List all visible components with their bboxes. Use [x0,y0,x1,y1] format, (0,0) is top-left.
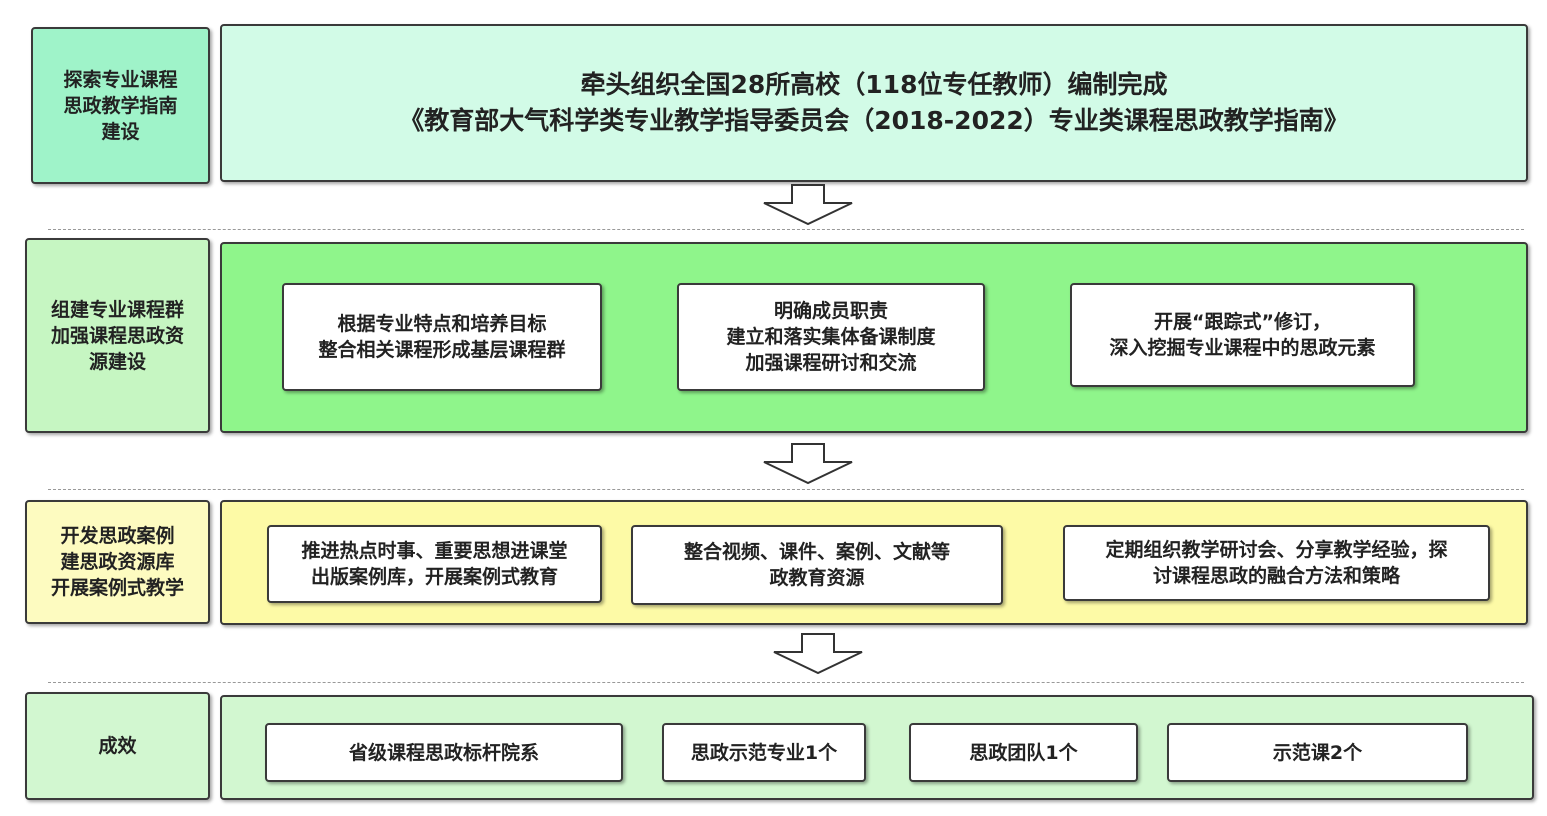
row1-label-box: 探索专业课程 思政教学指南 建设 [31,27,210,184]
row1-title: 牵头组织全国28所高校（118位专任教师）编制完成 《教育部大气科学类专业教学指… [399,70,1349,135]
row4-label: 成效 [98,735,137,757]
row3-item-3: 定期组织教学研讨会、分享教学经验，探 讨课程思政的融合方法和策略 [1063,525,1490,601]
row2-item-2: 明确成员职责 建立和落实集体备课制度 加强课程研讨和交流 [677,283,985,391]
row3-label-box: 开发思政案例 建思政资源库 开展案例式教学 [25,500,210,624]
down-arrow-icon [763,443,853,485]
row4-item-2: 思政示范专业1个 [662,723,866,782]
divider-1 [48,229,1524,230]
down-arrow-icon [773,633,863,675]
row3-item-2: 整合视频、课件、案例、文献等 政教育资源 [631,525,1003,605]
row3-item-1: 推进热点时事、重要思想进课堂 出版案例库，开展案例式教育 [267,525,602,603]
row4-item-1: 省级课程思政标杆院系 [265,723,623,782]
row4-label-box: 成效 [25,692,210,800]
divider-3 [48,682,1524,683]
row2-item-1: 根据专业特点和培养目标 整合相关课程形成基层课程群 [282,283,602,391]
divider-2 [48,489,1524,490]
row1-panel: 牵头组织全国28所高校（118位专任教师）编制完成 《教育部大气科学类专业教学指… [220,24,1528,182]
down-arrow-icon [763,184,853,226]
row1-label: 探索专业课程 思政教学指南 建设 [63,68,178,143]
row3-label: 开发思政案例 建思政资源库 开展案例式教学 [50,525,184,599]
row4-item-3: 思政团队1个 [909,723,1138,782]
row2-item-3: 开展“跟踪式”修订， 深入挖掘专业课程中的思政元素 [1070,283,1415,387]
row2-label-box: 组建专业课程群 加强课程思政资 源建设 [25,238,210,433]
row2-label: 组建专业课程群 加强课程思政资 源建设 [50,298,184,373]
row4-item-4: 示范课2个 [1167,723,1468,782]
